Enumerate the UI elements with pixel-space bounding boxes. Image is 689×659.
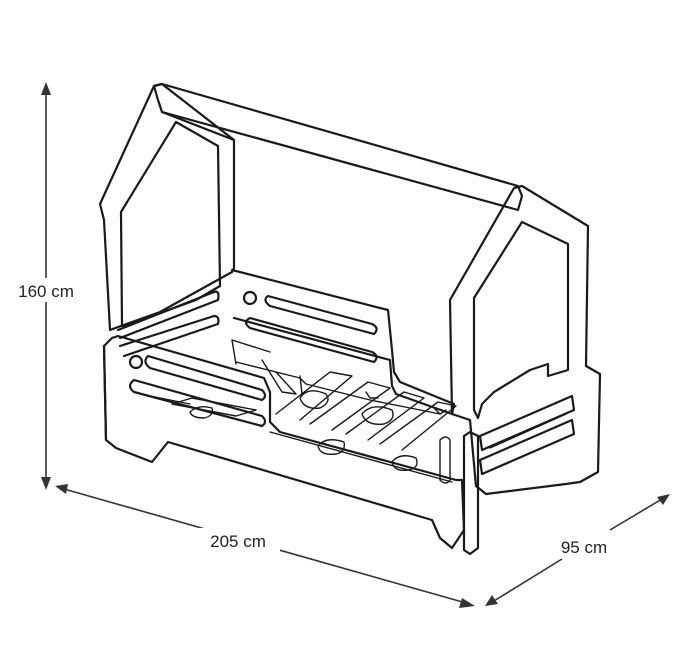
front-gable-panel xyxy=(448,184,602,496)
back-gable-slat-1 xyxy=(116,290,220,340)
height-dimension: 160 cm xyxy=(8,82,84,490)
roof-ridge-beam xyxy=(152,82,524,212)
height-label: 160 cm xyxy=(18,282,74,301)
back-gable-base xyxy=(102,344,108,442)
front-rail-slot-2 xyxy=(128,378,267,428)
length-label: 205 cm xyxy=(210,532,266,551)
foot-end-post xyxy=(462,430,480,556)
back-rail-slot-2 xyxy=(244,316,378,364)
front-rail-hole xyxy=(128,354,144,370)
foot-slat-1 xyxy=(478,394,576,452)
width-dimension: 95 cm xyxy=(485,494,670,606)
front-side-rail xyxy=(102,334,466,550)
slatted-base xyxy=(149,339,457,483)
back-gable-slat-2 xyxy=(118,314,220,358)
length-dimension: 205 cm xyxy=(55,484,475,608)
back-rail-hole xyxy=(242,290,258,306)
width-label: 95 cm xyxy=(561,538,607,557)
house-bed-illustration xyxy=(98,82,602,556)
back-gable-window xyxy=(119,120,222,328)
back-guard-rail xyxy=(230,268,456,416)
front-gable-window xyxy=(472,220,570,420)
foot-slat-2 xyxy=(478,418,576,476)
back-rail-slot-1 xyxy=(264,294,378,336)
front-rail-slot-1 xyxy=(144,354,267,402)
foot-post-slot xyxy=(439,436,451,484)
